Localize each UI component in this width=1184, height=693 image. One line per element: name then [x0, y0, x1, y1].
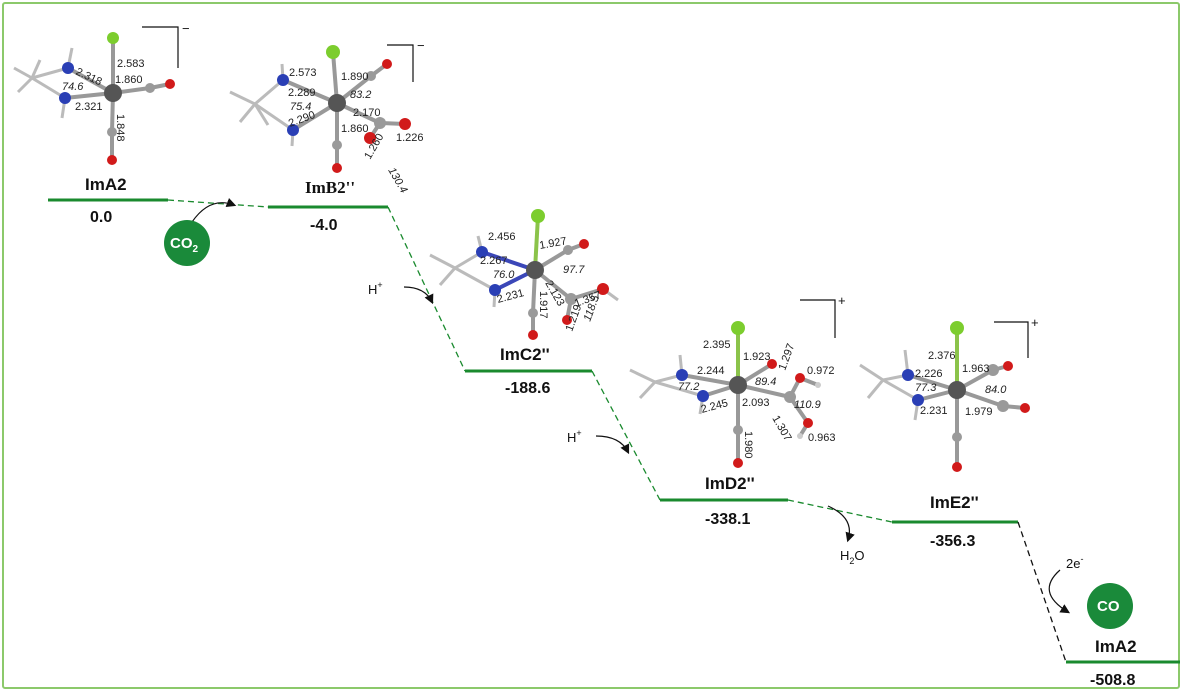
svg-text:1.917: 1.917	[537, 291, 549, 319]
svg-text:1.226: 1.226	[396, 132, 424, 144]
svg-text:2.376: 2.376	[928, 350, 956, 362]
svg-text:74.6: 74.6	[62, 81, 84, 93]
co2-badge: CO2	[164, 220, 210, 266]
energy-ImB2: -4.0	[310, 217, 338, 234]
svg-text:75.4: 75.4	[290, 101, 311, 113]
svg-text:2.456: 2.456	[488, 231, 516, 243]
svg-text:2.244: 2.244	[697, 365, 725, 377]
state-label-ImA2-final: ImA2	[1095, 637, 1137, 656]
energy-ImC2: -188.6	[505, 380, 550, 397]
state-label-ImB2: ImB2''	[305, 178, 355, 197]
molecule-ImB2: 2.573 1.890 2.289 83.2 75.4 2.170 2.290 …	[229, 45, 424, 196]
charge-ImA2: −	[182, 21, 190, 36]
arrow-h-plus-2	[595, 435, 630, 455]
svg-text:2.226: 2.226	[915, 368, 943, 380]
state-label-ImD2: ImD2''	[705, 474, 755, 493]
svg-text:130.4: 130.4	[385, 166, 409, 196]
svg-text:2.395: 2.395	[703, 339, 731, 351]
svg-text:77.2: 77.2	[678, 381, 699, 393]
energy-ImA2-final: -508.8	[1090, 672, 1135, 689]
connector-E-A	[1017, 521, 1067, 663]
svg-text:1.963: 1.963	[962, 363, 990, 375]
connector-B-C	[387, 206, 466, 372]
svg-text:1.860: 1.860	[341, 123, 369, 135]
state-label-ImE2: ImE2''	[930, 493, 979, 512]
svg-text:0.972: 0.972	[807, 365, 835, 377]
svg-text:1.979: 1.979	[965, 406, 993, 418]
svg-text:1.297: 1.297	[777, 342, 798, 372]
h-plus-label-2: H+	[567, 428, 582, 445]
svg-text:2.321: 2.321	[75, 101, 103, 113]
svg-text:76.0: 76.0	[493, 269, 515, 281]
molecule-ImE2: 2.376 1.963 2.226 77.3 84.0 2.231 1.979	[859, 321, 1030, 472]
svg-text:0.963: 0.963	[808, 432, 836, 444]
charge-ImB2: −	[417, 38, 425, 53]
molecule-ImD2: 2.395 1.923 2.244 1.297 0.972 77.2 89.4 …	[629, 321, 836, 468]
svg-text:97.7: 97.7	[563, 264, 585, 276]
svg-text:2.231: 2.231	[920, 405, 948, 417]
svg-text:1.927: 1.927	[538, 235, 567, 252]
molecule-ImC2: 2.456 1.927 2.267 97.7 76.0 2.123 1.357 …	[429, 209, 619, 340]
svg-text:1.923: 1.923	[743, 351, 771, 363]
co-badge: CO	[1087, 583, 1133, 629]
svg-text:77.3: 77.3	[915, 382, 937, 394]
svg-text:1.980: 1.980	[742, 431, 754, 459]
charge-ImE2: +	[1031, 315, 1039, 330]
electrons-label: 2e-	[1066, 554, 1083, 571]
svg-text:1.307: 1.307	[769, 414, 793, 444]
svg-text:2.170: 2.170	[353, 107, 381, 119]
svg-text:1.860: 1.860	[115, 74, 143, 86]
reaction-arrows	[191, 197, 1071, 614]
svg-text:110.9: 110.9	[794, 399, 821, 411]
svg-text:84.0: 84.0	[985, 384, 1007, 396]
connectors	[167, 199, 1067, 663]
energy-ImE2: -356.3	[930, 533, 975, 550]
svg-text:2.267: 2.267	[480, 255, 508, 267]
energy-ImA2: 0.0	[90, 209, 112, 226]
energy-ImD2: -338.1	[705, 511, 750, 528]
energy-values: 0.0 -4.0 -188.6 -338.1 -356.3 -508.8	[90, 209, 1135, 689]
connector-C-D	[591, 370, 661, 501]
arrow-electrons	[1048, 569, 1071, 614]
h-plus-label-1: H+	[368, 280, 383, 297]
svg-text:2.093: 2.093	[742, 397, 770, 409]
arrow-h2o-out	[827, 505, 855, 543]
svg-text:2.573: 2.573	[289, 67, 317, 79]
co2-subscript: 2	[193, 244, 199, 255]
state-label-ImA2: ImA2	[85, 175, 127, 194]
svg-text:1.848: 1.848	[114, 114, 126, 142]
co2-text: CO	[170, 235, 193, 252]
svg-text:CO2: CO2	[170, 235, 199, 255]
energy-levels	[48, 198, 1180, 664]
svg-text:2.583: 2.583	[117, 58, 145, 70]
svg-text:1.890: 1.890	[341, 71, 369, 83]
molecule-ImA2: 2.583 2.318 1.860 74.6 2.321 1.848	[13, 32, 175, 165]
svg-text:89.4: 89.4	[755, 376, 776, 388]
co-text: CO	[1097, 598, 1120, 615]
svg-text:83.2: 83.2	[350, 89, 371, 101]
h2o-label: H2O	[840, 548, 865, 566]
state-labels: ImA2 ImB2'' ImC2'' ImD2'' ImE2'' ImA2	[85, 175, 1137, 656]
svg-text:2.289: 2.289	[288, 87, 316, 99]
state-label-ImC2: ImC2''	[500, 345, 550, 364]
arrow-co2-in	[191, 197, 237, 223]
connector-D-E	[787, 499, 893, 523]
arrow-h-plus-1	[403, 286, 434, 305]
charge-ImD2: +	[838, 293, 846, 308]
charge-brackets	[142, 26, 1029, 358]
